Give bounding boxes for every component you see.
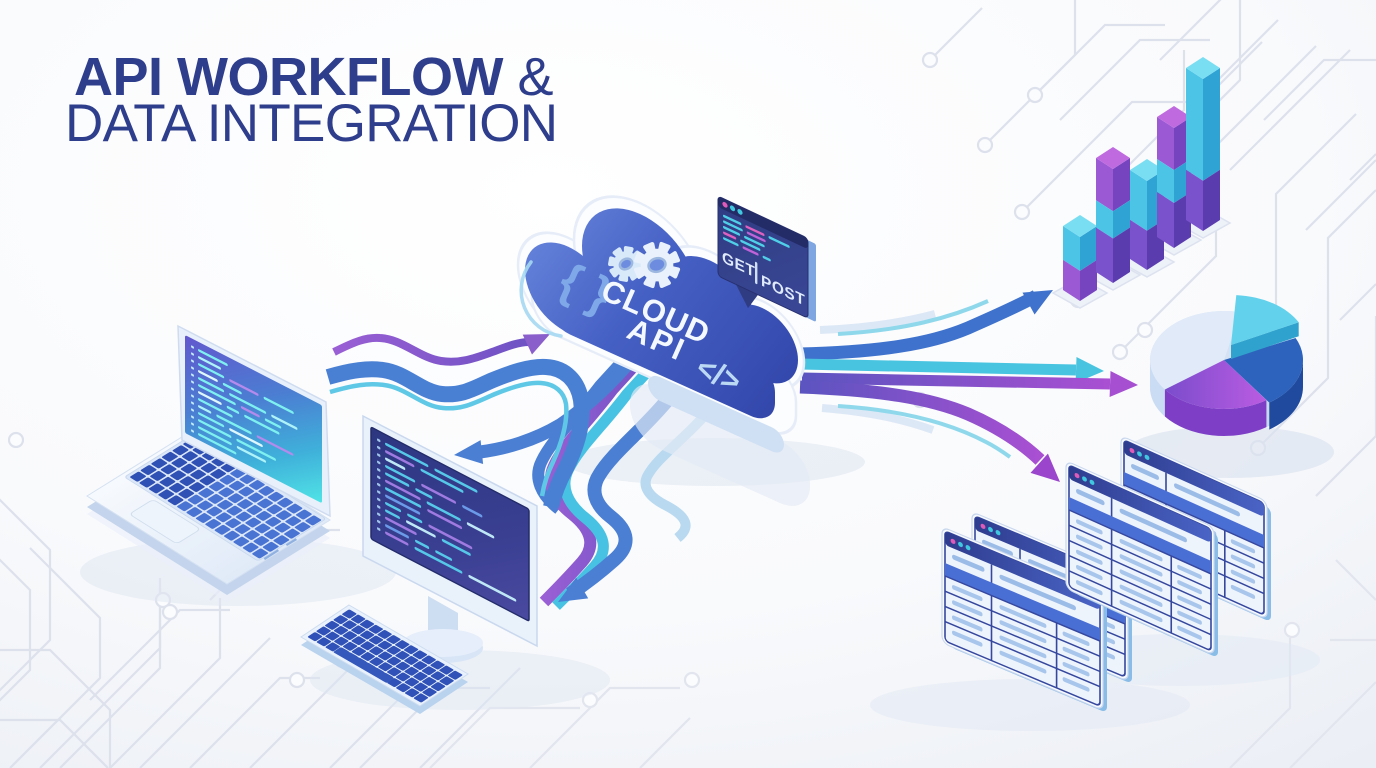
svg-text:DATA INTEGRATION: DATA INTEGRATION — [65, 94, 557, 153]
svg-text:API WORKFLOW &: API WORKFLOW & — [74, 47, 553, 107]
